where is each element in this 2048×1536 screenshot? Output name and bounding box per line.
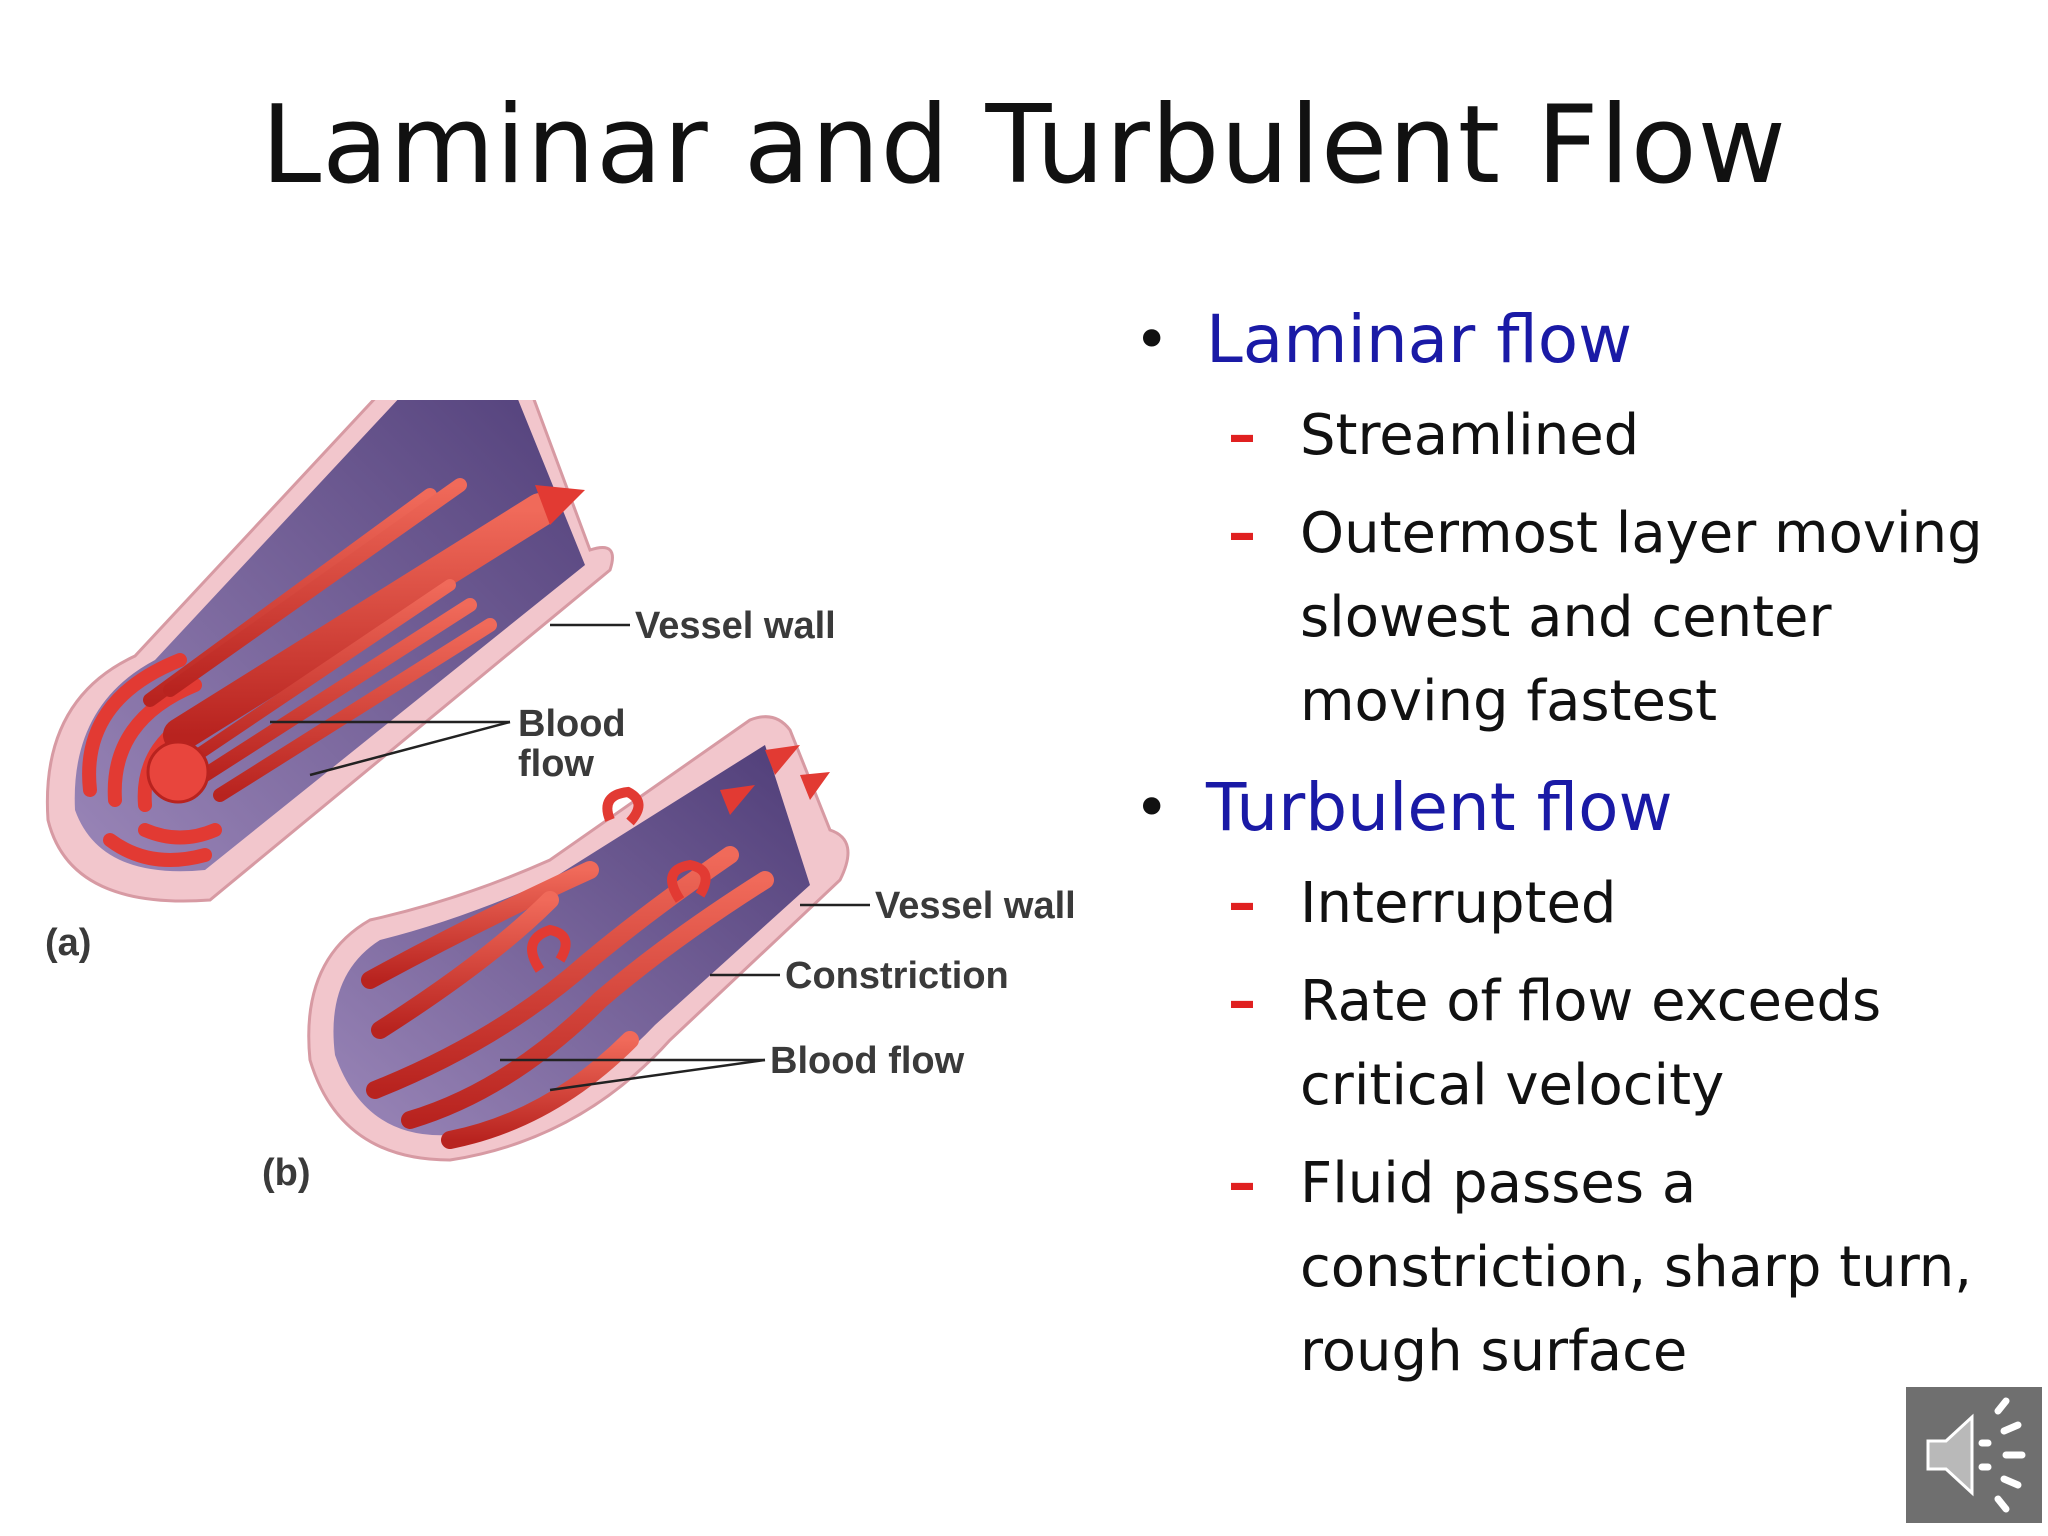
sub-bullet-text: Interrupted <box>1300 871 1617 936</box>
sub-bullet: – Fluid passes a constriction, sharp tur… <box>1120 1142 2020 1394</box>
bullet-list: • Laminar flow – Streamlined – Outermost… <box>1120 300 2020 1394</box>
sub-bullet-text: Outermost layer moving slowest and cente… <box>1300 501 1983 734</box>
bullet-dot: • <box>1134 305 1170 375</box>
dash-marker: – <box>1228 969 1256 1034</box>
sub-bullet-text: Rate of flow exceeds critical velocity <box>1300 969 1882 1118</box>
sub-bullet: – Rate of flow exceeds critical velocity <box>1120 960 2020 1128</box>
sub-bullet: – Outermost layer moving slowest and cen… <box>1120 492 2020 744</box>
sub-bullet-text: Fluid passes a constriction, sharp turn,… <box>1300 1151 1973 1384</box>
label-panel-a: (a) <box>45 922 91 964</box>
label-panel-b: (b) <box>262 1152 311 1194</box>
label-a-vessel-wall: Vessel wall <box>635 605 836 647</box>
bullet-dot: • <box>1134 773 1170 843</box>
bullet-laminar: • Laminar flow <box>1120 300 2020 380</box>
bullet-turbulent: • Turbulent flow <box>1120 768 2020 848</box>
label-a-flow: flow <box>518 743 594 785</box>
bullet-heading-laminar: Laminar flow <box>1206 301 1633 378</box>
laminar-vessel: Vessel wall Blood flow (a) <box>45 328 836 964</box>
label-a-blood: Blood <box>518 703 626 745</box>
speaker-icon[interactable] <box>1906 1387 2042 1523</box>
dash-marker: – <box>1228 501 1256 566</box>
label-b-blood-flow: Blood flow <box>770 1040 965 1082</box>
dash-marker: – <box>1228 871 1256 936</box>
bullet-heading-turbulent: Turbulent flow <box>1206 769 1673 846</box>
label-b-vessel-wall: Vessel wall <box>875 885 1076 927</box>
sub-bullet: – Interrupted <box>1120 862 2020 946</box>
label-b-constriction: Constriction <box>785 955 1009 997</box>
dash-marker: – <box>1228 1151 1256 1216</box>
sub-bullet: – Streamlined <box>1120 394 2020 478</box>
sub-bullet-text: Streamlined <box>1300 403 1640 468</box>
speaker-glyph <box>1926 1397 2026 1513</box>
turbulent-vessel: Vessel wall Constriction Blood flow (b) <box>262 715 1076 1194</box>
slide-title: Laminar and Turbulent Flow <box>261 83 1787 208</box>
dash-marker: – <box>1228 403 1256 468</box>
blood-flow-diagram: Vessel wall Blood flow (a) <box>45 328 1076 1194</box>
blood-flow-figure: Vessel wall Blood flow (a) <box>30 328 1110 1220</box>
